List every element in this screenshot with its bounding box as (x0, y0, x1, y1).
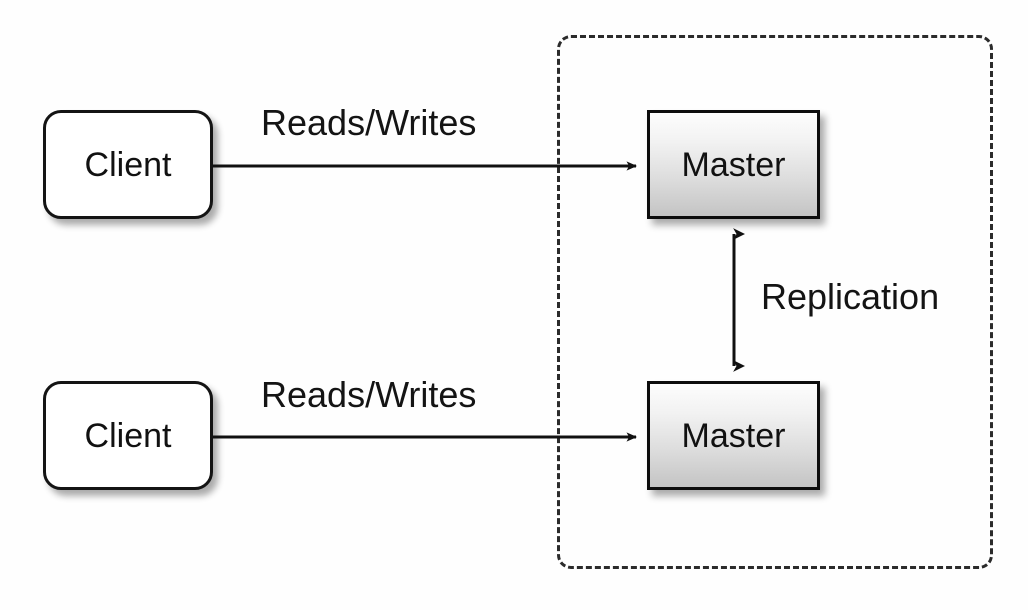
node-label-client-bottom: Client (84, 416, 172, 455)
node-master-top[interactable]: Master (647, 110, 820, 219)
node-master-bottom[interactable]: Master (647, 381, 820, 490)
node-label-master-top: Master (681, 145, 786, 184)
node-client-top[interactable]: Client (43, 110, 213, 219)
edge-label-replication: Replication (761, 276, 940, 317)
cluster-boundary (557, 35, 993, 569)
edge-label-reads-writes-top: Reads/Writes (261, 102, 477, 143)
node-label-master-bottom: Master (681, 416, 786, 455)
node-label-client-top: Client (84, 145, 172, 184)
edge-label-reads-writes-bottom: Reads/Writes (261, 374, 477, 415)
node-client-bottom[interactable]: Client (43, 381, 213, 490)
